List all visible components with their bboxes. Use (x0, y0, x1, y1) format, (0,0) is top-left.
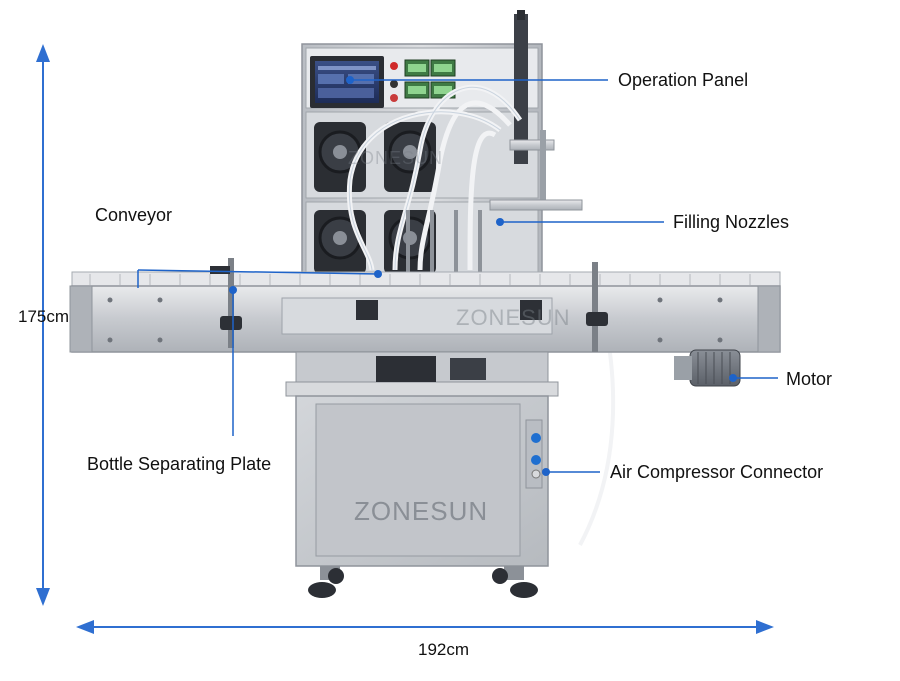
nozzle-actuator (489, 10, 583, 211)
cabinet-logo: ZONESUN (354, 496, 489, 526)
width-label: 192cm (418, 640, 470, 659)
callout-lines (137, 79, 778, 473)
width-dimension-arrow (76, 620, 774, 634)
height-dimension-arrow (36, 44, 50, 606)
callout-operation-panel: Operation Panel (618, 70, 749, 90)
conveyor-watermark: ZONESUN (456, 305, 571, 330)
callout-conveyor: Conveyor (95, 205, 173, 225)
callout-bottle-separating-plate: Bottle Separating Plate (87, 454, 272, 474)
casters (308, 566, 538, 598)
height-label: 175cm (18, 307, 70, 326)
callout-air-compressor-connector: Air Compressor Connector (610, 462, 824, 482)
panel-watermark: ZONESUN (348, 148, 444, 168)
motor (674, 349, 741, 387)
conveyor (69, 271, 781, 353)
bottle-separating-plate (210, 258, 608, 352)
callout-filling-nozzles: Filling Nozzles (673, 212, 790, 232)
callout-motor: Motor (786, 369, 833, 389)
callout-dots (229, 76, 737, 476)
base-cabinet (285, 351, 559, 567)
